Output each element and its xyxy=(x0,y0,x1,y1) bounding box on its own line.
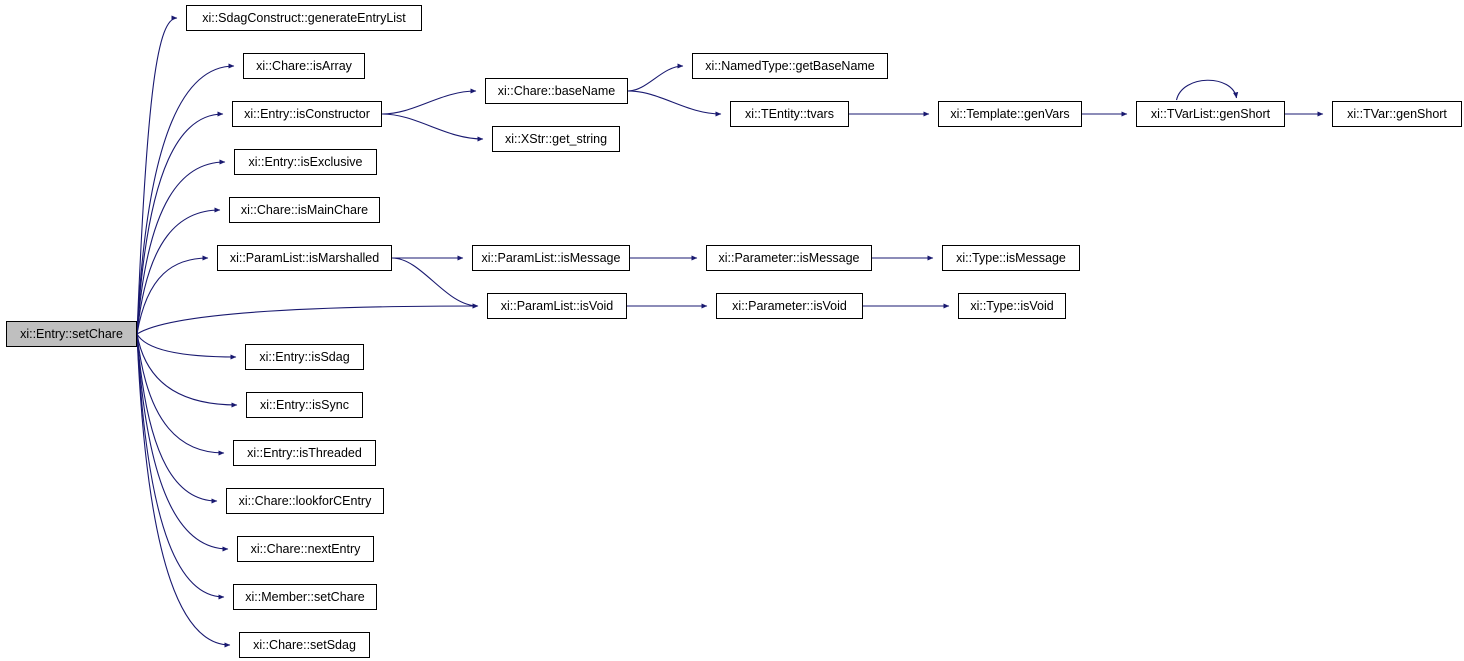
graph-node[interactable]: xi::ParamList::isMarshalled xyxy=(217,245,392,271)
graph-edge xyxy=(136,333,218,504)
graph-node-label: xi::TEntity::tvars xyxy=(745,106,834,121)
graph-node[interactable]: xi::TVarList::genShort xyxy=(1136,101,1285,127)
graph-node[interactable]: xi::Chare::lookforCEntry xyxy=(226,488,384,514)
graph-node[interactable]: xi::Parameter::isVoid xyxy=(716,293,863,319)
graph-node-label: xi::Entry::isSdag xyxy=(259,349,350,364)
graph-node[interactable]: xi::Type::isMessage xyxy=(942,245,1080,271)
graph-node-label: xi::Chare::isArray xyxy=(256,58,352,73)
graph-node[interactable]: xi::Chare::setSdag xyxy=(239,632,370,658)
graph-node[interactable]: xi::Parameter::isMessage xyxy=(706,245,872,271)
graph-edge xyxy=(381,88,477,115)
graph-node-label: xi::Parameter::isVoid xyxy=(732,298,847,313)
graph-node-label: xi::Entry::setChare xyxy=(20,326,123,341)
graph-node[interactable]: xi::Chare::baseName xyxy=(485,78,628,104)
graph-node-label: xi::ParamList::isVoid xyxy=(500,298,614,313)
graph-edge xyxy=(627,63,684,92)
graph-node[interactable]: xi::TVar::genShort xyxy=(1332,101,1462,127)
graph-node-label: xi::Entry::isThreaded xyxy=(247,445,362,460)
graph-node[interactable]: xi::ParamList::isVoid xyxy=(487,293,627,319)
graph-node-label: xi::Member::setChare xyxy=(245,589,365,604)
graph-node-label: xi::Entry::isExclusive xyxy=(248,154,363,169)
graph-edge xyxy=(136,303,479,335)
graph-edge xyxy=(136,63,235,335)
graph-edge xyxy=(136,255,209,335)
graph-edge xyxy=(136,111,224,335)
graph-edge xyxy=(136,333,225,600)
graph-node[interactable]: xi::Chare::isArray xyxy=(243,53,365,79)
graph-node-label: xi::XStr::get_string xyxy=(504,131,608,146)
graph-node[interactable]: xi::SdagConstruct::generateEntryList xyxy=(186,5,422,31)
graph-edge xyxy=(136,15,178,335)
graph-edge xyxy=(627,90,722,117)
graph-edge xyxy=(136,333,238,408)
graph-node-label: xi::SdagConstruct::generateEntryList xyxy=(202,10,406,25)
graph-node-label: xi::TVarList::genShort xyxy=(1150,106,1271,121)
graph-node[interactable]: xi::XStr::get_string xyxy=(492,126,620,152)
graph-node-label: xi::Entry::isConstructor xyxy=(244,106,370,121)
graph-node[interactable]: xi::Entry::isConstructor xyxy=(232,101,382,127)
graph-node[interactable]: xi::Chare::isMainChare xyxy=(229,197,380,223)
graph-node[interactable]: xi::Template::genVars xyxy=(938,101,1082,127)
graph-node-label: xi::Chare::setSdag xyxy=(253,637,356,652)
graph-node-label: xi::Chare::baseName xyxy=(497,83,616,98)
graph-edge xyxy=(391,257,479,309)
graph-node[interactable]: xi::NamedType::getBaseName xyxy=(692,53,888,79)
graph-edge xyxy=(136,333,229,552)
graph-edge xyxy=(136,333,225,456)
graph-node[interactable]: xi::ParamList::isMessage xyxy=(472,245,630,271)
graph-node-label: xi::Template::genVars xyxy=(950,106,1070,121)
graph-node-label: xi::TVar::genShort xyxy=(1347,106,1447,121)
graph-edge xyxy=(136,159,226,335)
graph-node-label: xi::Chare::lookforCEntry xyxy=(238,493,372,508)
graph-node-label: xi::NamedType::getBaseName xyxy=(705,58,875,73)
graph-node[interactable]: xi::Entry::isSdag xyxy=(245,344,364,370)
graph-node-label: xi::Entry::isSync xyxy=(260,397,349,412)
graph-node[interactable]: xi::Entry::isExclusive xyxy=(234,149,377,175)
graph-edge xyxy=(381,113,484,142)
graph-node-root[interactable]: xi::Entry::setChare xyxy=(6,321,137,347)
graph-node-label: xi::Type::isVoid xyxy=(970,298,1054,313)
graph-node-label: xi::ParamList::isMessage xyxy=(481,250,621,265)
graph-edge xyxy=(136,207,221,335)
graph-node-label: xi::ParamList::isMarshalled xyxy=(229,250,380,265)
graph-node[interactable]: xi::Entry::isThreaded xyxy=(233,440,376,466)
graph-node[interactable]: xi::TEntity::tvars xyxy=(730,101,849,127)
graph-edge xyxy=(136,333,237,360)
graph-node-label: xi::Type::isMessage xyxy=(956,250,1066,265)
graph-node[interactable]: xi::Entry::isSync xyxy=(246,392,363,418)
graph-node[interactable]: xi::Member::setChare xyxy=(233,584,377,610)
graph-node-label: xi::Chare::nextEntry xyxy=(250,541,361,556)
graph-edge xyxy=(136,333,231,648)
graph-node-label: xi::Chare::isMainChare xyxy=(240,202,369,217)
graph-node-label: xi::Parameter::isMessage xyxy=(718,250,860,265)
graph-node[interactable]: xi::Type::isVoid xyxy=(958,293,1066,319)
graph-node[interactable]: xi::Chare::nextEntry xyxy=(237,536,374,562)
graph-edge-self xyxy=(1175,79,1239,101)
